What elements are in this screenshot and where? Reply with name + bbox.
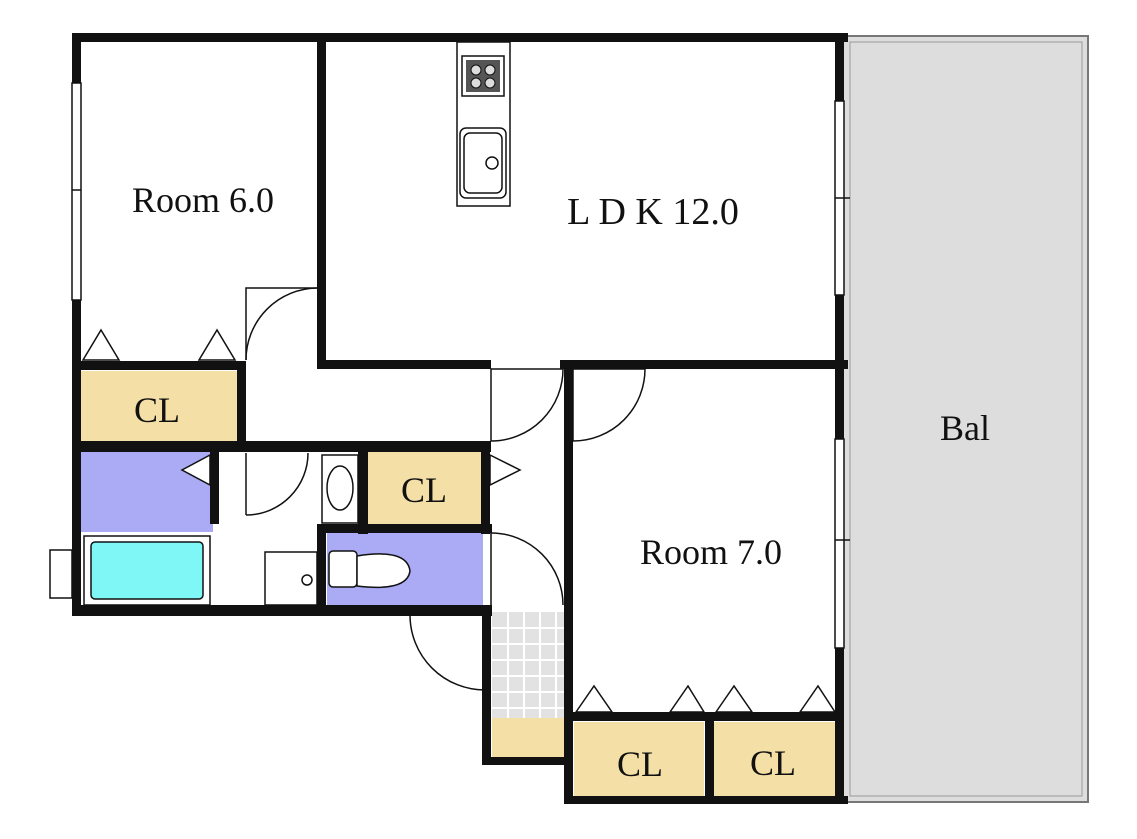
walls	[72, 33, 848, 804]
windows	[71, 82, 850, 649]
entrance-tiles	[492, 612, 564, 718]
closet-room7-left-fill	[574, 722, 704, 796]
bathtub-icon	[83, 535, 211, 606]
closet-room7-right-label: CL	[750, 743, 796, 783]
closet-room6-label: CL	[134, 390, 180, 430]
ldk-label: L D K 12.0	[567, 191, 739, 233]
door-swings	[245, 287, 646, 691]
closet-room7-right-fill	[714, 722, 835, 796]
washing-machine-icon	[264, 551, 318, 606]
closet-hall-label: CL	[401, 470, 447, 510]
water-heater-icon	[49, 549, 73, 599]
entrance-shelf-fill	[492, 718, 564, 758]
toilet-icon	[328, 550, 411, 589]
closet-room7-left-label: CL	[617, 744, 663, 784]
closet-door-markers	[81, 328, 837, 713]
sink-icon	[459, 127, 507, 199]
kitchen-counter	[456, 41, 511, 207]
room-7-label: Room 7.0	[640, 532, 782, 572]
closet-room6-fill	[80, 371, 237, 441]
balcony-label: Bal	[940, 408, 990, 448]
stove-icon	[461, 55, 505, 97]
balcony	[842, 35, 1089, 803]
closet-hall-fill	[368, 452, 481, 524]
washbasin-icon	[321, 454, 359, 524]
room-6-label: Room 6.0	[132, 180, 274, 220]
